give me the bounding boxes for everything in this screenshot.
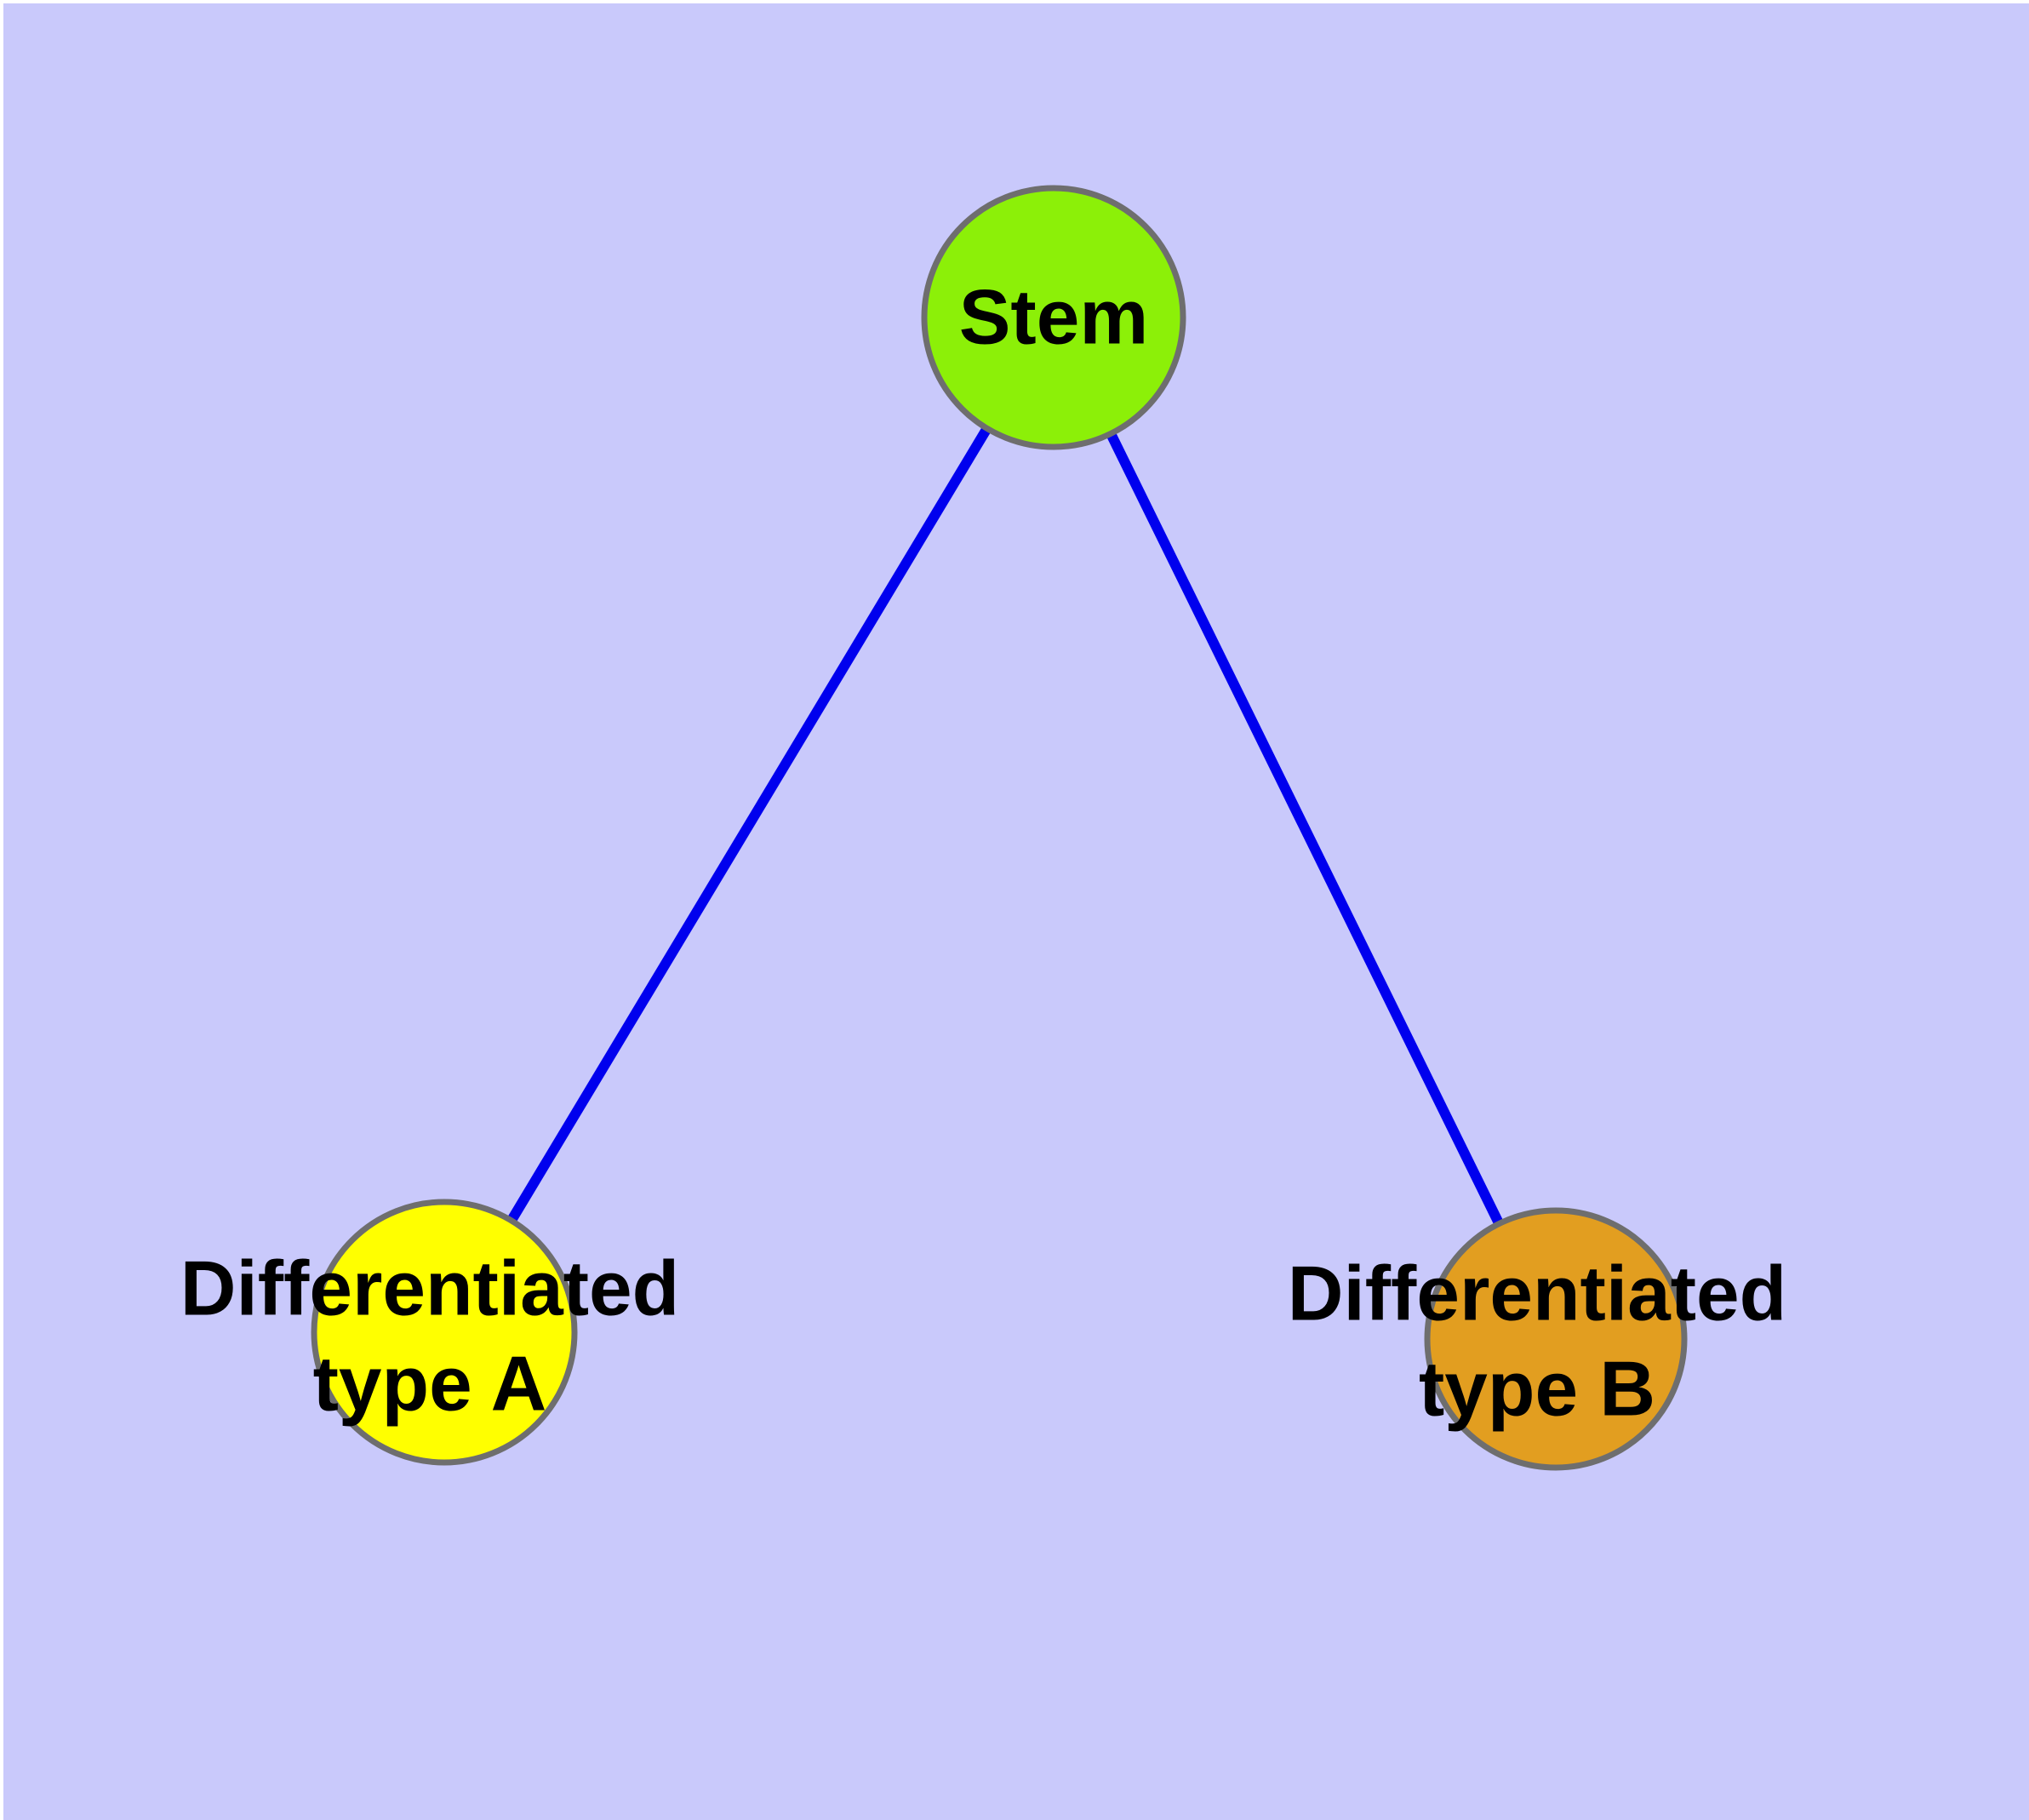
node-label-diff-a: Differentiated type A — [180, 1246, 680, 1428]
node-label-line: Differentiated — [180, 1246, 680, 1332]
node-label-line: Stem — [959, 275, 1149, 361]
node-diff-b — [1424, 1207, 1688, 1471]
node-diff-a — [311, 1199, 578, 1466]
nodes-layer — [311, 185, 1688, 1471]
node-label-stem: Stem — [959, 275, 1149, 361]
edge-stem-to-diff-b — [1049, 315, 1561, 1342]
edges-layer — [439, 314, 1561, 1342]
edge-stem-to-diff-a — [439, 314, 1059, 1336]
node-label-line: type B — [1419, 1347, 1655, 1433]
node-label-line: Differentiated — [1288, 1251, 1787, 1337]
node-label-diff-b: Differentiated type B — [1288, 1251, 1787, 1433]
node-stem — [921, 185, 1186, 450]
node-label-line: type A — [313, 1342, 547, 1428]
